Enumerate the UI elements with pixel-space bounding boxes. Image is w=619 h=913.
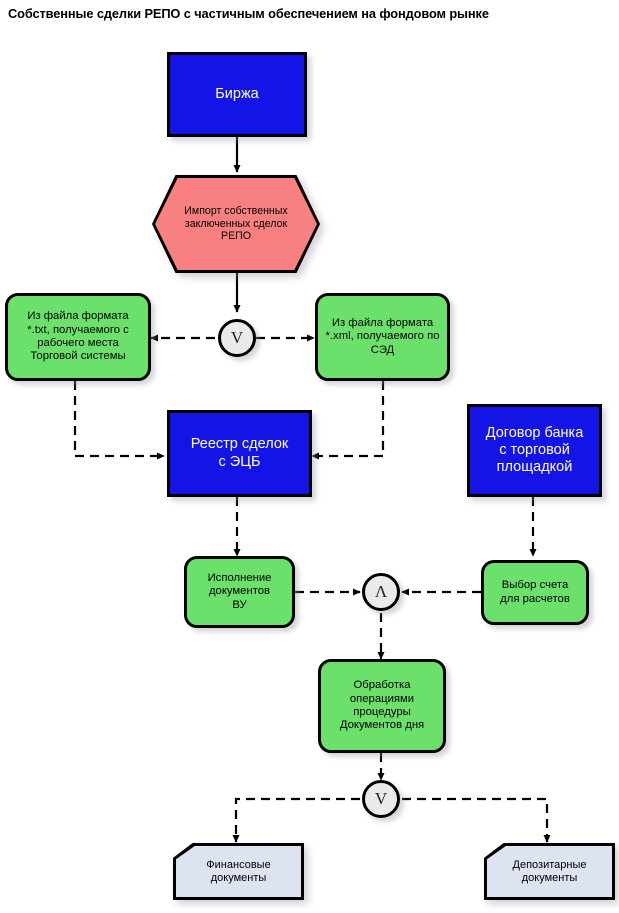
node-from-xml[interactable]: Из файла формата *.xml, получаемого по С… (315, 293, 450, 381)
node-execute-docs-label: Исполнение документов ВУ (207, 572, 272, 611)
node-registry-label: Реестр сделок с ЭЦБ (190, 436, 289, 470)
node-financial-docs-body: Финансовые документы (176, 846, 301, 897)
node-execute-docs[interactable]: Исполнение документов ВУ (184, 556, 295, 628)
node-bank-contract[interactable]: Договор банка с торговой площадкой (467, 404, 602, 497)
edge-from-xml-to-registry (311, 381, 385, 460)
node-registry[interactable]: Реестр сделок с ЭЦБ (167, 410, 312, 497)
node-import-repo[interactable]: Импорт собственных заключенных сделок РЕ… (152, 175, 320, 273)
node-depositary-docs-label: Депозитарные документы (512, 858, 587, 884)
page-title: Собственные сделки РЕПО с частичным обес… (8, 6, 489, 21)
node-select-account[interactable]: Выбор счета для расчетов (481, 560, 589, 625)
node-financial-docs[interactable]: Финансовые документы (173, 843, 304, 900)
connector-and-mid[interactable]: Λ (362, 573, 400, 611)
node-import-repo-body: Импорт собственных заключенных сделок РЕ… (155, 178, 317, 270)
connector-or-top[interactable]: V (218, 319, 256, 357)
node-select-account-label: Выбор счета для расчетов (500, 579, 570, 605)
node-from-txt-label: Из файла формата *.txt, получаемого с ра… (27, 310, 129, 363)
edge-from-txt-to-registry (73, 381, 165, 460)
connector-or-bottom[interactable]: V (362, 780, 400, 818)
node-processing-label: Обработка операциями процедуры Документо… (339, 679, 425, 732)
node-depositary-docs[interactable]: Депозитарные документы (484, 843, 615, 900)
connector-or-bottom-symbol: V (374, 789, 388, 808)
connector-and-mid-symbol: Λ (374, 582, 388, 601)
node-processing[interactable]: Обработка операциями процедуры Документо… (318, 659, 446, 753)
node-exchange-label: Биржа (215, 85, 259, 102)
edge-or-bottom-to-financial-docs (232, 797, 360, 843)
node-from-txt[interactable]: Из файла формата *.txt, получаемого с ра… (5, 293, 151, 381)
connector-or-top-symbol: V (230, 328, 244, 347)
node-bank-contract-label: Договор банка с торговой площадкой (485, 424, 584, 476)
node-import-repo-label: Импорт собственных заключенных сделок РЕ… (184, 205, 288, 243)
node-exchange[interactable]: Биржа (167, 52, 307, 137)
node-from-xml-label: Из файла формата *.xml, получаемого по С… (325, 317, 440, 356)
edge-or-bottom-to-depositary-docs (402, 797, 551, 843)
node-financial-docs-label: Финансовые документы (206, 858, 271, 884)
node-depositary-docs-body: Депозитарные документы (487, 846, 612, 897)
